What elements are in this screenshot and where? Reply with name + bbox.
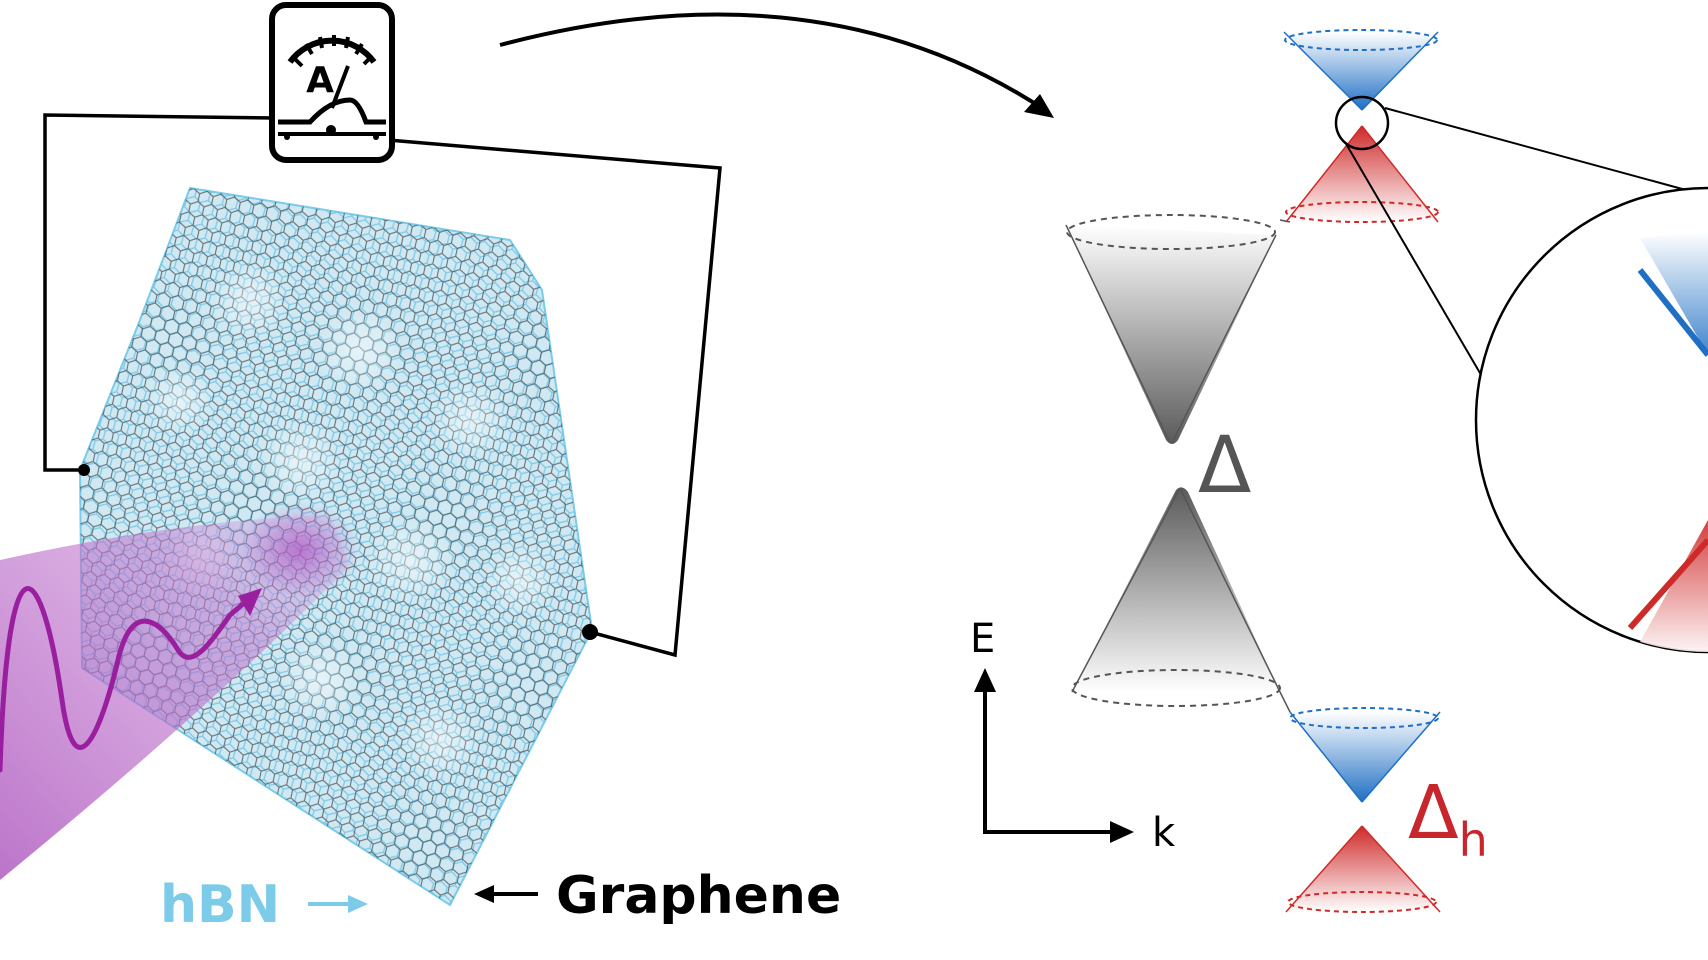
zoom-inset [1474,186,1708,654]
gap-label: Δ [1198,421,1251,511]
zoom-source-circle [1334,95,1390,151]
light-beam [0,502,360,880]
photon-arrowhead [238,588,262,616]
momentum-axis-label: k [1152,810,1176,856]
hbn-arrow-head [348,895,368,913]
ammeter-symbol: A [306,60,334,101]
energy-axis-label: E [970,616,995,662]
secondary-dirac-cone-top [1279,29,1439,223]
curved-arrow-head [1024,94,1054,118]
photon-wave [0,586,253,773]
graphene-label: Graphene [556,866,841,926]
graphene-arrow-head [474,885,494,903]
secondary-dirac-cone-bottom [1279,691,1441,913]
zoom-line-upper [1384,107,1708,197]
gap-h-symbol: Δ [1408,770,1459,856]
ammeter: A [269,2,395,163]
gap-h-label: Δh [1408,770,1488,867]
contact-right [582,624,598,640]
curved-arrow [499,12,1050,114]
contact-left [78,464,90,476]
axes [974,668,1134,843]
gap-h-subscript: h [1459,813,1488,867]
primary-dirac-cone [1065,214,1281,707]
hbn-label: hBN [160,875,280,935]
circuit [43,113,722,658]
